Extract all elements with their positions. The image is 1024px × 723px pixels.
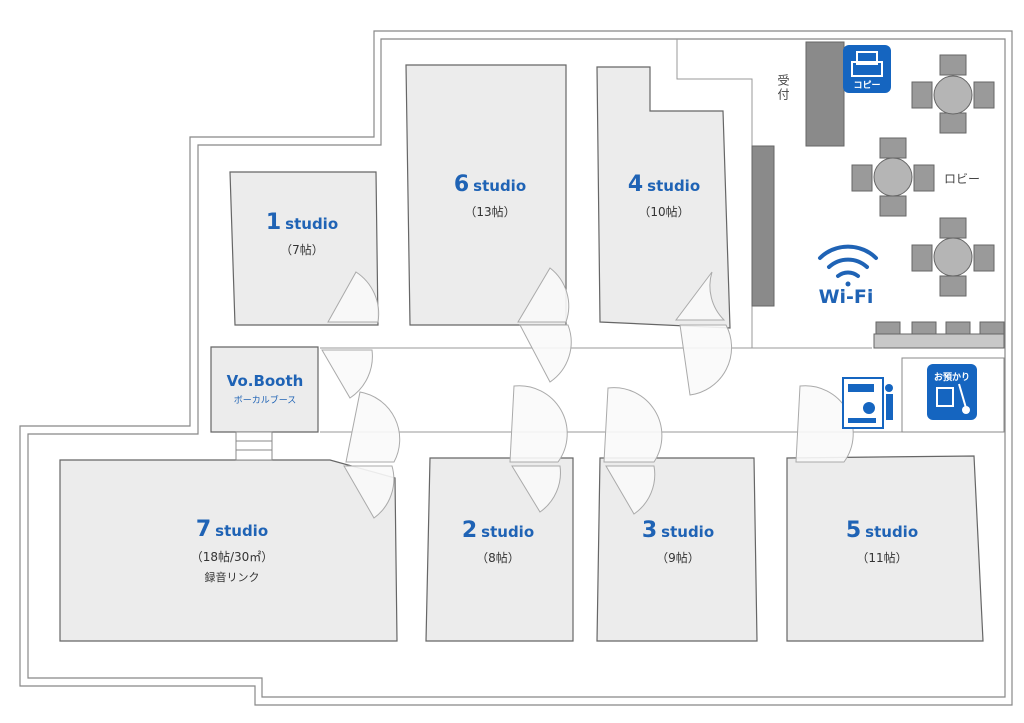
booth-connector xyxy=(235,431,273,461)
wifi-icon xyxy=(818,244,878,287)
room-studio-1 xyxy=(229,171,379,326)
room-vocal-booth xyxy=(210,346,319,433)
reception-counter xyxy=(751,41,845,307)
copier-icon xyxy=(843,45,891,93)
door-studio-6 xyxy=(517,267,570,323)
table-chairs-icon xyxy=(911,217,995,297)
door-studio-4 xyxy=(675,271,726,321)
table-chairs-icon xyxy=(851,137,935,217)
storage-icon xyxy=(927,364,977,420)
room-studio-5 xyxy=(786,455,984,642)
lobby-tables xyxy=(851,54,995,297)
outer-walls xyxy=(19,30,1013,706)
room-studio-4 xyxy=(596,66,731,329)
storage-shelf xyxy=(901,357,1005,433)
door-studio-1 xyxy=(327,271,380,323)
door-vob-1 xyxy=(321,349,373,399)
room-studio-7 xyxy=(59,459,398,642)
door-studio-7a xyxy=(345,391,401,463)
doors xyxy=(321,267,854,519)
vending-machine-icon xyxy=(842,377,893,429)
door-studio-3a xyxy=(603,387,663,463)
door-studio-2b xyxy=(511,465,561,513)
table-chairs-icon xyxy=(911,54,995,134)
bench-seats xyxy=(873,321,1005,349)
door-studio-7b xyxy=(343,465,395,519)
door-studio-4b xyxy=(679,324,733,396)
door-studio-6b xyxy=(519,324,572,383)
door-studio-2a xyxy=(509,385,568,463)
rooms xyxy=(59,64,984,642)
door-studio-3b xyxy=(605,465,656,515)
